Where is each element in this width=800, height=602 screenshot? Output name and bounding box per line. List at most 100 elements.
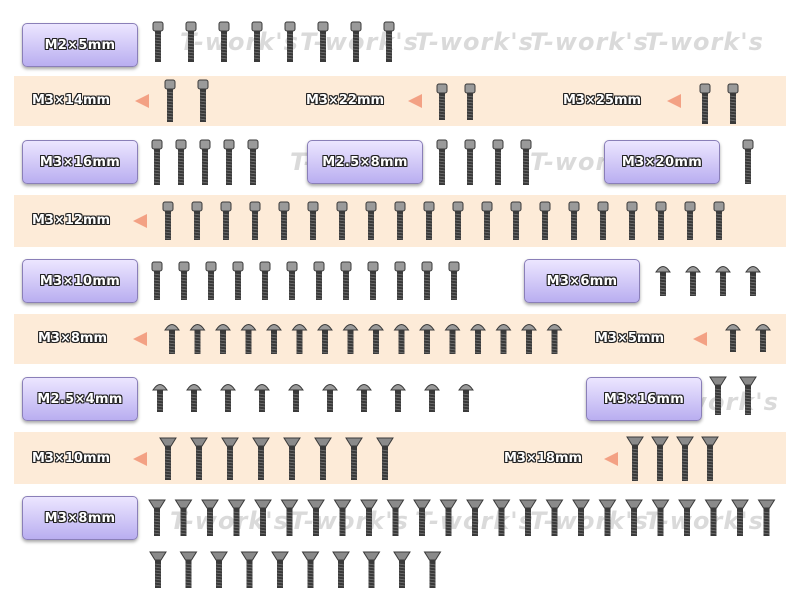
screw [205,261,217,300]
size-label-text: M2.5×4mm [37,391,123,407]
screw [709,376,727,415]
screw [210,551,228,588]
screw [458,384,474,412]
size-label-text: M3×14mm [32,93,111,108]
size-label: M3×10mm [22,259,138,303]
screw [149,551,167,588]
size-label-text: M3×16mm [39,154,121,170]
screw [704,499,723,536]
pointer-arrow [135,94,149,108]
screw [280,499,299,536]
screw [151,139,163,185]
size-label: M2.5×8mm [307,140,423,184]
screw [254,384,270,412]
screw [288,384,304,412]
screw [466,499,484,536]
screw [492,139,504,185]
screw [152,21,164,62]
pointer-arrow [133,214,147,228]
watermark: T-work's [290,507,409,535]
screw [367,261,379,300]
screw [519,499,537,536]
size-label: M2×5mm [22,23,138,67]
screw [492,499,511,536]
watermark: T-work's [170,507,289,535]
screw [286,261,298,300]
screw [254,499,272,536]
screw [393,551,411,588]
screw [313,261,325,300]
size-label-text: M2.5×8mm [322,154,408,170]
watermark: T-work's [180,28,299,56]
watermark: T-work's [530,28,649,56]
watermark: T-work's [415,28,534,56]
screw [185,21,197,62]
screw [199,139,211,185]
screw [174,499,193,536]
size-label-text: M3×16mm [603,391,685,407]
screw [201,499,219,536]
screw [625,499,643,536]
size-label-text: M3×8mm [38,331,108,346]
screw [151,261,163,300]
screw [251,21,263,62]
row-band [14,314,786,364]
screw [332,551,350,588]
size-label: M3×8mm [22,496,138,540]
screw [148,499,166,536]
screw [731,499,749,536]
screw [421,261,433,300]
size-label-text: M3×5mm [595,331,665,346]
screw [179,551,198,588]
watermark: T-work's [300,28,419,56]
screw [240,551,259,588]
row-band [14,432,786,484]
size-label: M3×20mm [604,140,720,184]
row-band [14,195,786,247]
pointer-arrow [133,332,147,346]
screw [739,376,757,415]
screw [284,21,296,62]
watermark: T-work's [645,28,764,56]
screw [317,21,329,62]
screw [340,261,352,300]
screw [655,266,671,296]
screw [390,384,406,412]
screw [322,384,338,412]
screw [362,551,381,588]
screw [464,139,476,185]
watermark: T-work's [415,507,534,535]
screw [685,266,701,296]
screw [175,139,187,185]
size-label: M3×16mm [586,377,702,421]
size-label-text: M3×12mm [32,213,111,228]
pointer-arrow [604,452,618,466]
screw [178,261,190,300]
screw [651,499,670,536]
size-label-text: M3×6mm [546,273,618,289]
screw [259,261,271,300]
screw [423,551,442,588]
pointer-arrow [408,94,422,108]
screw [227,499,246,536]
screw [715,266,731,296]
screw [220,384,236,412]
size-label-text: M3×22mm [306,93,385,108]
screw [360,499,378,536]
size-label-text: M3×8mm [44,510,116,526]
screw [545,499,564,536]
screw [572,499,590,536]
screw [383,21,395,62]
screw [333,499,352,536]
size-label-text: M3×10mm [39,273,121,289]
screw [186,384,202,412]
screw [436,139,448,185]
screw [520,139,532,185]
screw [271,551,289,588]
screw [247,139,259,185]
screw [394,261,406,300]
pointer-arrow [693,332,707,346]
screw [424,384,440,412]
screw [386,499,405,536]
